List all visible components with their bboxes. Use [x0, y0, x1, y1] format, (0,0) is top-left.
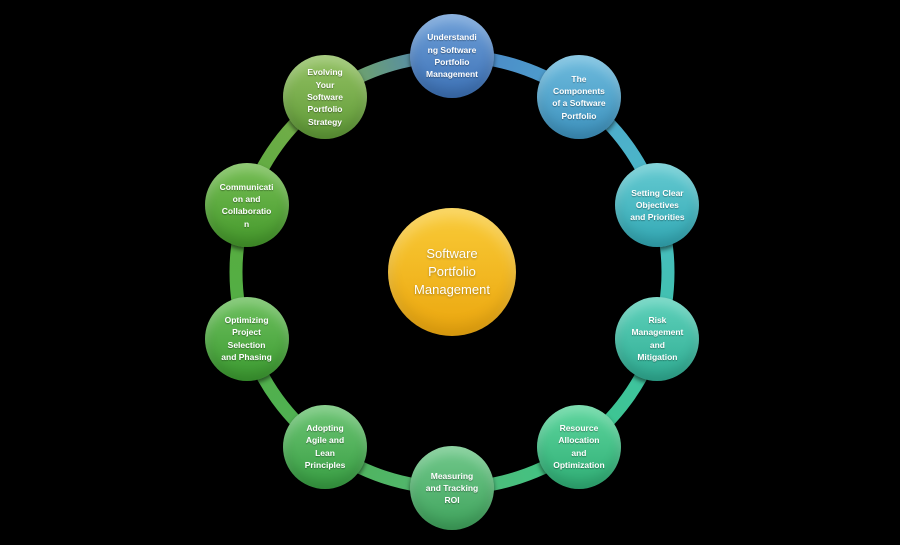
- node-communication-and-collaboration: Communicati on and Collaboratio n: [204, 163, 289, 248]
- node-adopting-agile-and-lean-principles: Adopting Agile and Lean Principles: [283, 404, 368, 489]
- node-label: Risk Management and Mitigation: [631, 315, 684, 363]
- node-understanding-software-portfolio-management: Understandi ng Software Portfolio Manage…: [410, 14, 494, 98]
- center-label: Software Portfolio Management: [414, 245, 490, 298]
- node-measuring-and-tracking-roi: Measuring and Tracking ROI: [410, 446, 494, 530]
- node-risk-management-and-mitigation: Risk Management and Mitigation: [615, 296, 700, 381]
- node-label: Measuring and Tracking ROI: [425, 470, 479, 506]
- node-evolving-your-software-portfolio-strategy: Evolving Your Software Portfolio Strateg…: [283, 55, 368, 140]
- node-label: Resource Allocation and Optimization: [553, 423, 605, 471]
- node-label: Communicati on and Collaboratio n: [219, 181, 274, 229]
- node-label: Understandi ng Software Portfolio Manage…: [426, 32, 478, 80]
- node-resource-allocation-and-optimization: Resource Allocation and Optimization: [536, 404, 621, 489]
- node-components-of-a-software-portfolio: The Components of a Software Portfolio: [536, 55, 621, 140]
- node-label: Setting Clear Objectives and Priorities: [630, 187, 685, 223]
- node-optimizing-project-selection-and-phasing: Optimizing Project Selection and Phasing: [204, 296, 289, 381]
- node-center-software-portfolio-management: Software Portfolio Management: [388, 208, 516, 336]
- node-label: Evolving Your Software Portfolio Strateg…: [307, 67, 343, 127]
- node-label: The Components of a Software Portfolio: [552, 73, 606, 121]
- node-setting-clear-objectives-and-priorities: Setting Clear Objectives and Priorities: [615, 163, 700, 248]
- node-label: Optimizing Project Selection and Phasing: [221, 315, 272, 363]
- node-label: Adopting Agile and Lean Principles: [304, 423, 346, 471]
